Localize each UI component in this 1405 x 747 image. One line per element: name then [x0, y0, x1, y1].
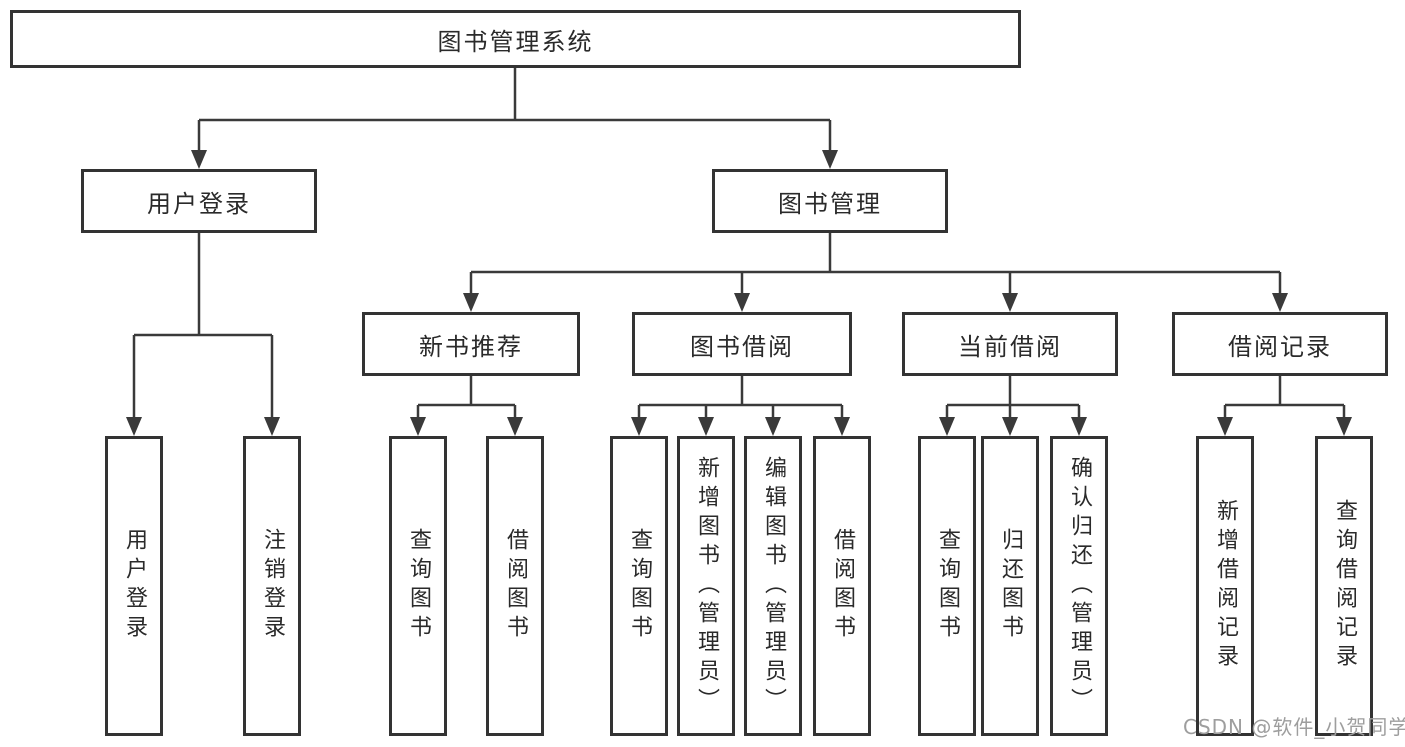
leaf-rec-query-books-label: 查询图书 [406, 528, 431, 644]
leaf-logout-label: 注销登录 [260, 528, 285, 644]
node-current-borrowing: 当前借阅 [902, 312, 1118, 376]
leaf-user-login-label: 用户登录 [122, 528, 147, 644]
node-root: 图书管理系统 [10, 10, 1021, 68]
leaf-return-books-label: 归还图书 [998, 528, 1023, 644]
node-current-borrowing-label: 当前借阅 [958, 332, 1062, 361]
leaf-confirm-return-admin-label: 确认归还（管理员） [1067, 455, 1092, 717]
node-borrowing-records-label: 借阅记录 [1228, 332, 1332, 361]
leaf-return-books: 归还图书 [981, 436, 1039, 736]
leaf-bb-query-books: 查询图书 [610, 436, 668, 736]
leaf-rec-borrow-books-label: 借阅图书 [503, 528, 528, 644]
node-new-book-recommendation-label: 新书推荐 [419, 332, 523, 361]
connector-book-borrowing-children [631, 376, 850, 436]
node-new-book-recommendation: 新书推荐 [362, 312, 580, 376]
leaf-rec-borrow-books: 借阅图书 [486, 436, 544, 736]
leaf-bb-query-books-label: 查询图书 [627, 528, 652, 644]
leaf-add-books-admin-label: 新增图书（管理员） [694, 455, 719, 717]
node-book-borrowing: 图书借阅 [632, 312, 852, 376]
leaf-edit-books-admin-label: 编辑图书（管理员） [761, 455, 786, 717]
leaf-add-borrow-record-label: 新增借阅记录 [1213, 499, 1238, 673]
leaf-add-books-admin: 新增图书（管理员） [677, 436, 735, 736]
node-borrowing-records: 借阅记录 [1172, 312, 1388, 376]
leaf-rec-query-books: 查询图书 [389, 436, 447, 736]
node-user-login-branch-label: 用户登录 [147, 189, 251, 218]
leaf-logout: 注销登录 [243, 436, 301, 736]
leaf-bb-borrow-books: 借阅图书 [813, 436, 871, 736]
leaf-edit-books-admin: 编辑图书（管理员） [744, 436, 802, 736]
connector-user-login-children [126, 233, 280, 436]
connector-borrowing-records-children [1217, 376, 1352, 436]
watermark: CSDN @软件_小贺同学 [1183, 715, 1405, 739]
connector-root-to-level2 [191, 68, 838, 169]
leaf-confirm-return-admin: 确认归还（管理员） [1050, 436, 1108, 736]
node-root-label: 图书管理系统 [437, 27, 594, 56]
connector-book-mgmt-children [463, 233, 1288, 312]
leaf-user-login: 用户登录 [105, 436, 163, 736]
connector-new-book-rec-children [410, 376, 523, 436]
node-book-management-label: 图书管理 [778, 189, 882, 218]
leaf-add-borrow-record: 新增借阅记录 [1196, 436, 1254, 736]
node-user-login-branch: 用户登录 [81, 169, 317, 233]
connector-current-borrowing-children [939, 376, 1087, 436]
node-book-management: 图书管理 [712, 169, 948, 233]
leaf-query-borrow-record: 查询借阅记录 [1315, 436, 1373, 736]
leaf-bb-borrow-books-label: 借阅图书 [830, 528, 855, 644]
leaf-cb-query-books-label: 查询图书 [935, 528, 960, 644]
node-book-borrowing-label: 图书借阅 [690, 332, 794, 361]
leaf-cb-query-books: 查询图书 [918, 436, 976, 736]
leaf-query-borrow-record-label: 查询借阅记录 [1332, 499, 1357, 673]
